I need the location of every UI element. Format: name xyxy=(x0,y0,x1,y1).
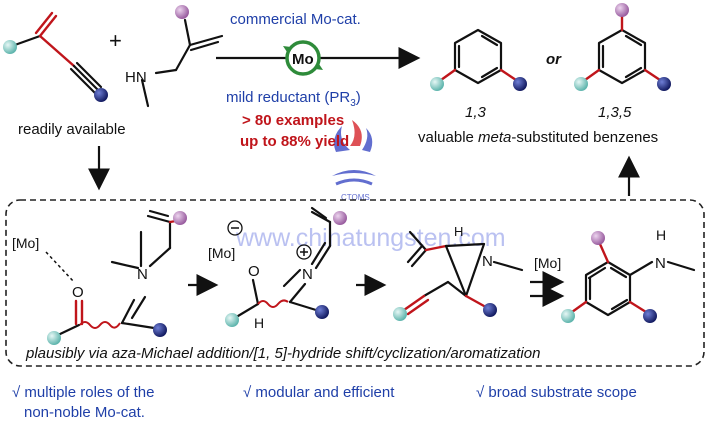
amine-hn-label: HN xyxy=(125,69,147,86)
atom-h-3: H xyxy=(454,224,463,239)
watermark-url: www.chinatungsten.com xyxy=(235,224,506,252)
mo-catalyst-cycle-icon: Mo xyxy=(283,40,323,76)
intermediate-4: H N xyxy=(561,227,696,323)
135-benzene-product xyxy=(574,3,671,91)
mo-label-2: [Mo] xyxy=(208,245,235,261)
examples-label: > 80 examples xyxy=(242,112,344,129)
mo-label-3: [Mo] xyxy=(534,255,561,271)
allylamine-structure: HN xyxy=(125,5,224,108)
catalyst-label: commercial Mo-cat. xyxy=(230,11,361,28)
pattern-13-label: 1,3 xyxy=(465,104,487,121)
atom-n-3: N xyxy=(482,253,493,270)
yield-label: up to 88% yield xyxy=(240,133,349,150)
or-label: or xyxy=(546,51,562,68)
feature-1-line-2: non-noble Mo-cat. xyxy=(24,404,145,421)
feature-2: √ modular and efficient xyxy=(243,384,395,401)
atom-n-2: N xyxy=(302,266,313,283)
ynone-structure xyxy=(3,11,108,102)
atom-n-1: N xyxy=(137,266,148,283)
atom-o-1: O xyxy=(72,284,84,301)
watermark-logo: CTOMS xyxy=(332,120,376,202)
atom-h-2: H xyxy=(254,315,264,331)
feature-3: √ broad substrate scope xyxy=(476,384,637,401)
meta-benzene-product xyxy=(430,28,527,91)
mo-label: Mo xyxy=(292,51,314,68)
watermark-logo-text: CTOMS xyxy=(341,193,370,202)
intermediate-1: [Mo] O N xyxy=(12,209,187,345)
intermediate-3: N H xyxy=(393,224,524,321)
atom-h-4: H xyxy=(656,227,666,243)
mechanism-caption: plausibly via aza-Michael addition/[1, 5… xyxy=(25,345,540,362)
readily-available-label: readily available xyxy=(18,121,126,138)
pattern-135-label: 1,3,5 xyxy=(598,104,632,121)
atom-o-2: O xyxy=(248,263,260,280)
atom-n-4: N xyxy=(655,255,666,272)
mechanism-box xyxy=(5,199,705,367)
reductant-label: mild reductant (PR3) xyxy=(226,89,361,109)
product-description: valuable meta-substituted benzenes xyxy=(418,129,658,146)
plus-sign: + xyxy=(109,28,122,53)
mo-label-1: [Mo] xyxy=(12,235,39,251)
intermediate-2: [Mo] O H N xyxy=(208,206,347,331)
feature-1-line-1: √ multiple roles of the xyxy=(12,384,154,401)
